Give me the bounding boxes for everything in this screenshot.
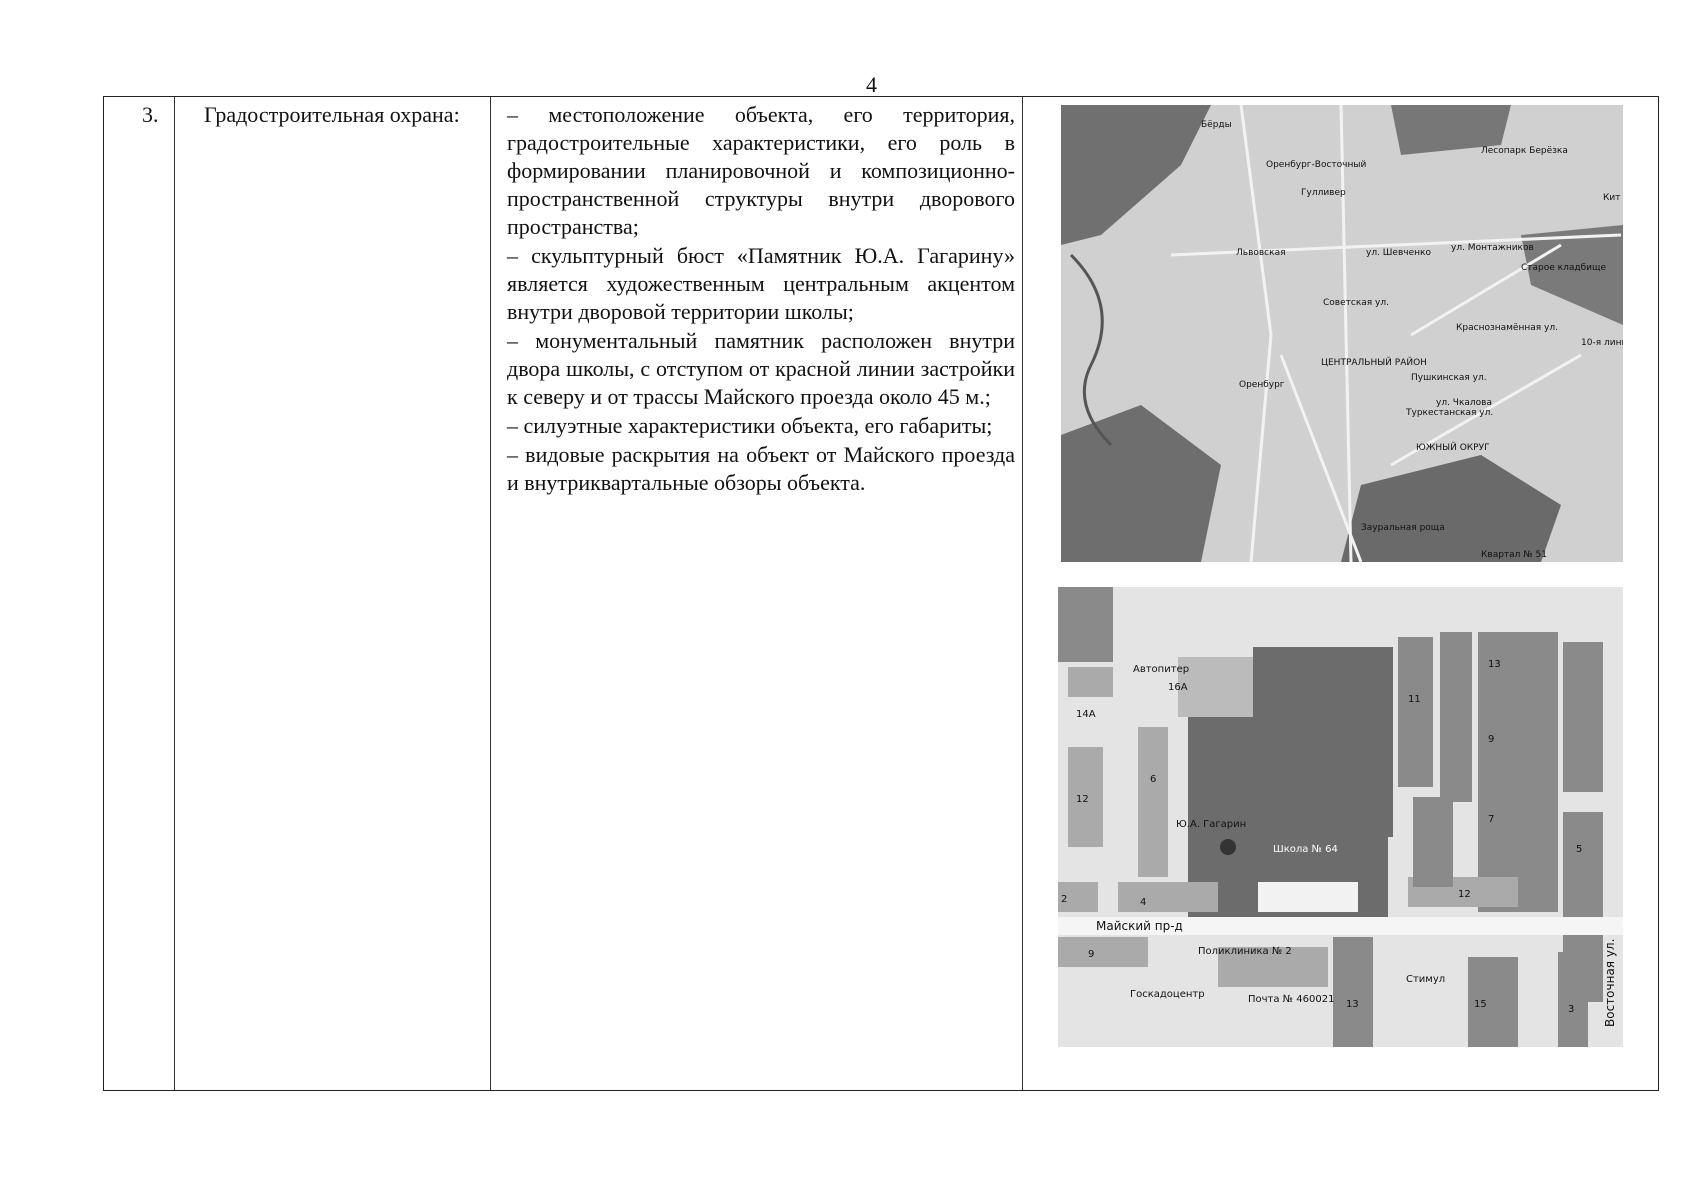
map-label: ЮЖНЫЙ ОКРУГ [1416,441,1490,453]
map-label: ул. Чкалова [1436,398,1492,408]
map-label: Стимул [1406,974,1445,985]
map-label: Лесопарк Берёзка [1481,146,1568,156]
map-label: ул. Монтажников [1451,243,1534,253]
description-item: – скульптурный бюст «Памятник Ю.А. Гагар… [507,243,1015,324]
map-label: ул. Шевченко [1366,248,1431,258]
description-item: – монументальный памятник расположен вну… [507,328,1015,409]
map-label: Туркестанская ул. [1405,408,1493,418]
map-label: Майский пр-д [1096,919,1183,933]
map-label: 2 [1061,894,1067,905]
column-divider [1022,97,1023,1090]
map-label: 12 [1458,889,1471,900]
map-label: Госкадоцентр [1130,989,1205,1000]
map-label: 13 [1346,999,1359,1010]
map-label: Школа № 64 [1273,844,1338,855]
map-label: Восточная ул. [1603,939,1617,1027]
map-label: Оренбург-Восточный [1266,160,1366,170]
map-label: Оренбург [1239,380,1285,390]
map-label: 5 [1576,844,1582,855]
map-label: Почта № 460021 [1248,994,1334,1005]
page-number: 4 [866,72,877,97]
map-label: 7 [1488,814,1494,825]
map-label: Автопитер [1133,664,1189,675]
description-item: – местоположение объекта, его территория… [507,102,1015,239]
heritage-table: 3. Градостроительная охрана: – местополо… [103,96,1659,1091]
map-label: 10-я линия [1581,338,1623,348]
map-label: Краснознамённая ул. [1456,323,1558,333]
map-label: 3 [1568,1004,1574,1015]
map-label: 12 [1076,794,1089,805]
map-label: Зауральная роща [1361,523,1445,533]
map-label: 4 [1140,897,1146,908]
city-map: Бёрды Оренбург-Восточный Гулливер Лесопа… [1061,105,1623,562]
column-divider [174,97,175,1090]
map-label: Ю.А. Гагарин [1176,819,1246,830]
row-description: – местоположение объекта, его территория… [507,101,1015,498]
map-label: 6 [1150,774,1156,785]
map-label: Бёрды [1201,120,1232,130]
map-label: Гулливер [1301,188,1346,198]
map-label: Пушкинская ул. [1411,373,1487,383]
description-item: – силуэтные характеристики объекта, его … [507,413,993,438]
map-label: 11 [1408,694,1421,705]
description-item: – видовые раскрытия на объект от Майског… [507,442,1015,495]
map-label: Квартал № 51 [1481,550,1547,560]
map-label: 14А [1076,709,1096,720]
row-number: 3. [142,102,159,127]
map-label: 9 [1088,949,1094,960]
map-label: Кит [1603,193,1620,203]
map-label: 15 [1474,999,1487,1010]
map-label: 16А [1168,682,1188,693]
row-name: Градостроительная охрана: [204,102,460,127]
map-label: Поликлиника № 2 [1198,946,1292,957]
local-map: Автопитер 16А 14А 12 6 11 13 9 7 5 Ю.А. … [1058,587,1623,1047]
map-label: Львовская [1236,248,1286,258]
column-divider [490,97,491,1090]
map-label: 13 [1488,659,1501,670]
map-label: Старое кладбище [1521,263,1606,273]
map-label: ЦЕНТРАЛЬНЫЙ РАЙОН [1321,356,1427,368]
map-label: 9 [1488,734,1494,745]
map-label: Советская ул. [1323,298,1389,308]
